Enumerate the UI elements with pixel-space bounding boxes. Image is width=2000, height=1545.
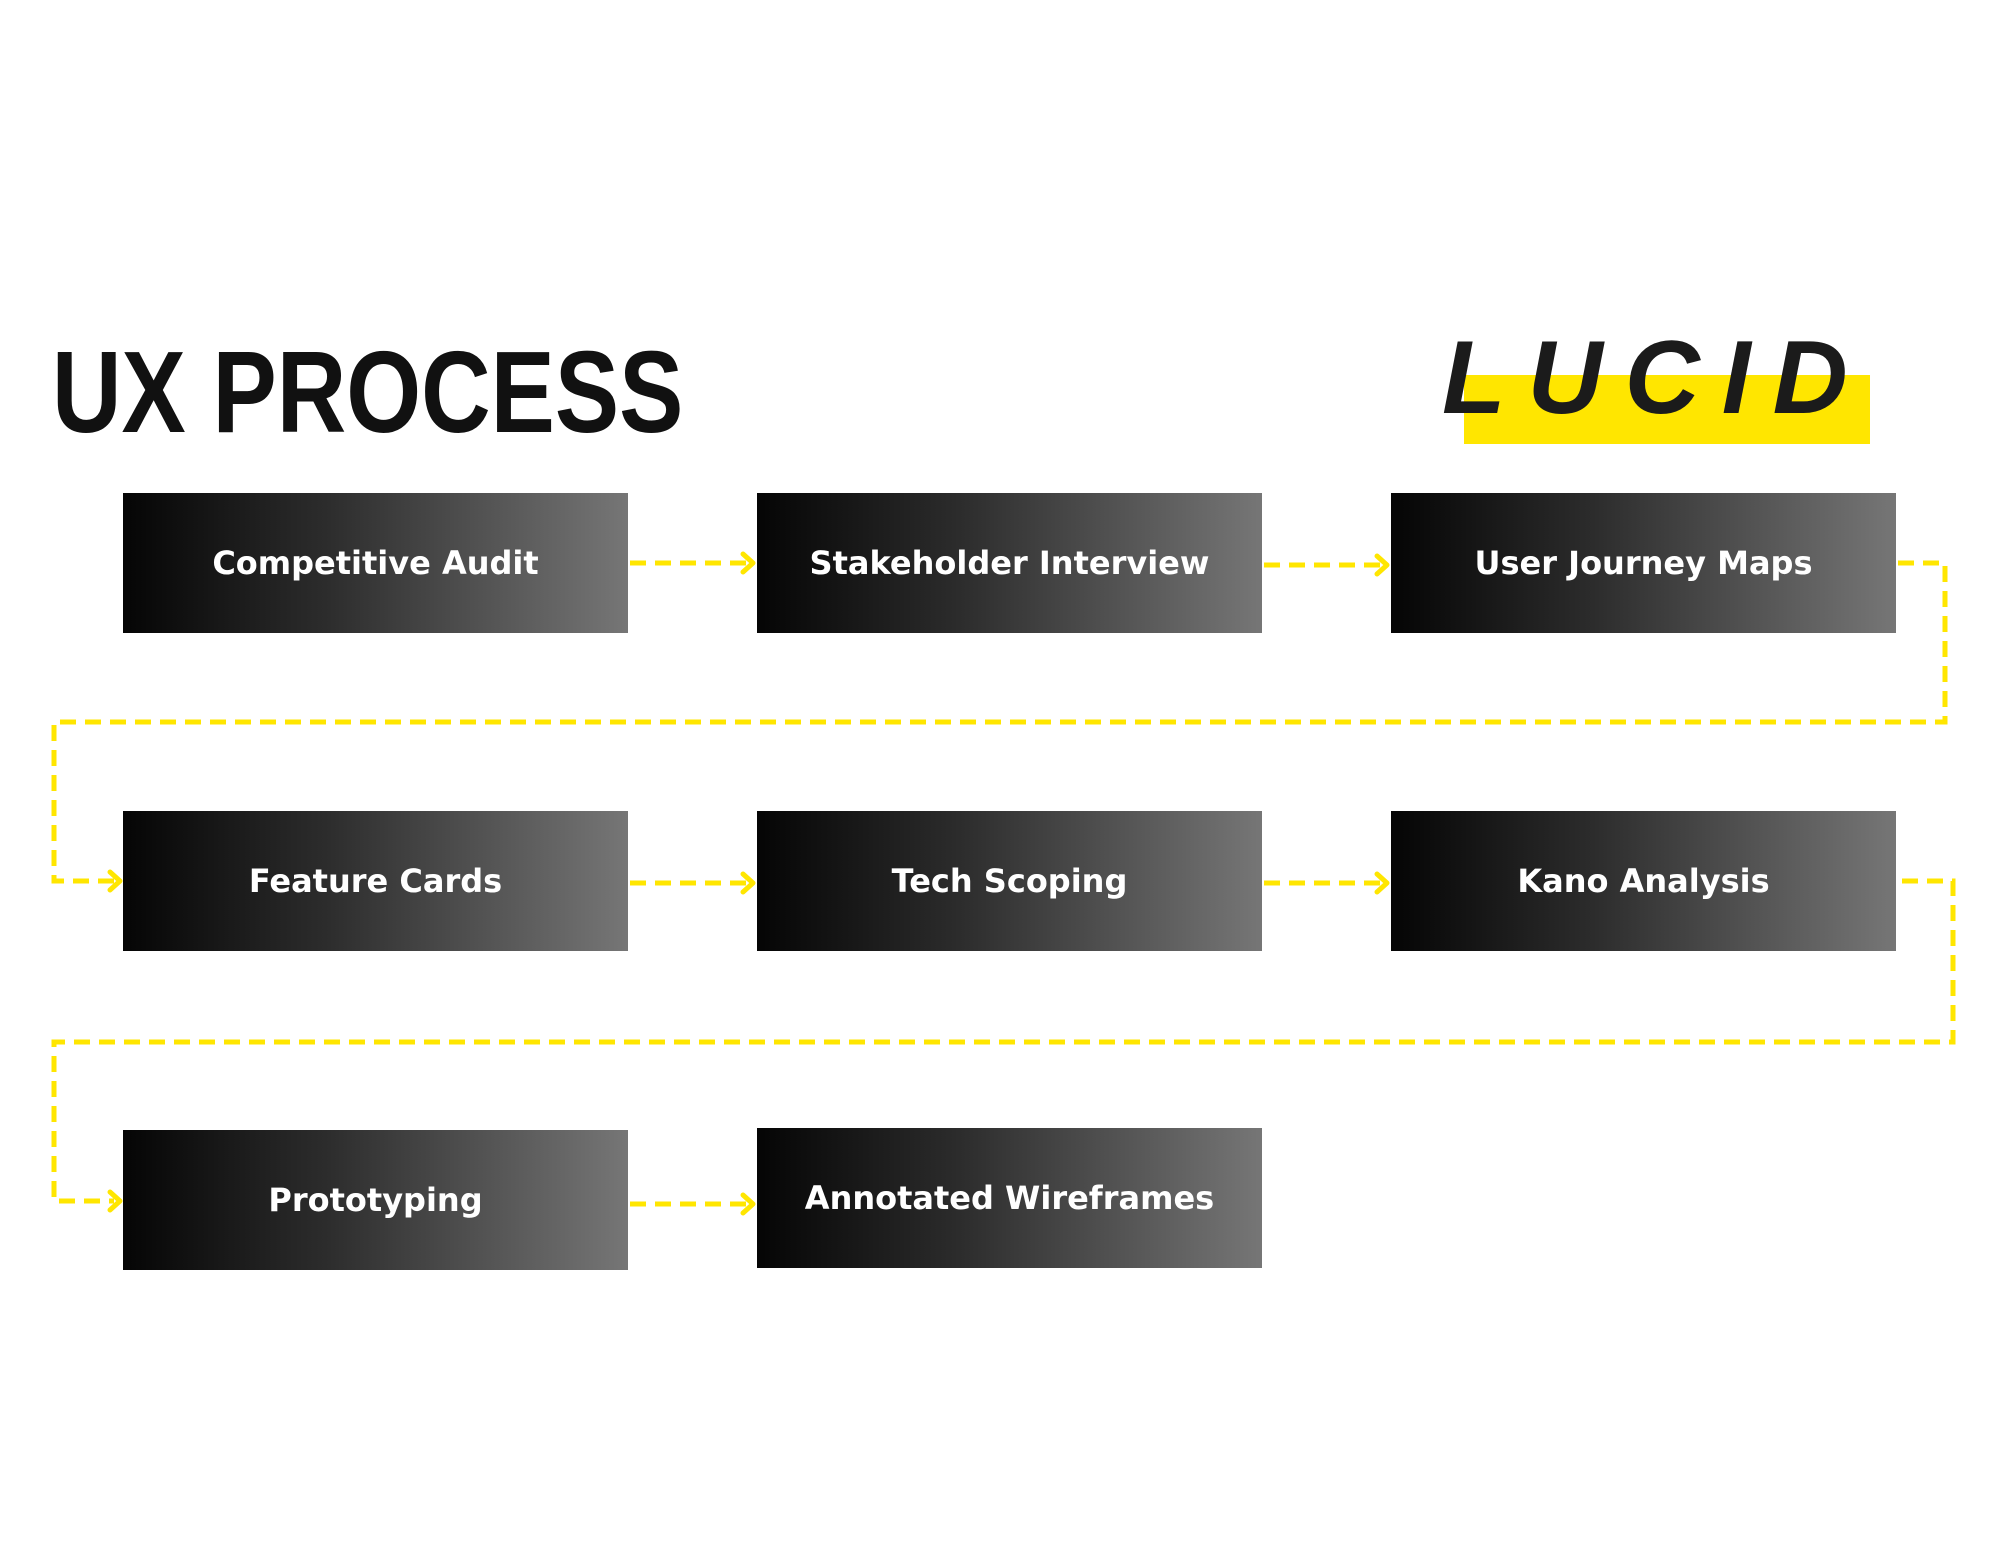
lucid-logo: LUCID [1430, 318, 1870, 448]
arrowhead-icon [740, 1192, 756, 1216]
arrowhead-icon [1374, 871, 1390, 895]
step-label: Competitive Audit [212, 544, 539, 582]
step-prototyping: Prototyping [123, 1130, 628, 1270]
page-title: UX PROCESS [52, 327, 684, 457]
arrowhead-icon [107, 1189, 123, 1213]
step-user-journey-maps: User Journey Maps [1391, 493, 1896, 633]
step-competitive-audit: Competitive Audit [123, 493, 628, 633]
step-label: Prototyping [268, 1181, 483, 1219]
arrowhead-icon [107, 869, 123, 893]
step-label: Annotated Wireframes [804, 1179, 1215, 1217]
step-label: Feature Cards [248, 862, 503, 900]
step-tech-scoping: Tech Scoping [757, 811, 1262, 951]
step-feature-cards: Feature Cards [123, 811, 628, 951]
arrowhead-icon [740, 551, 756, 575]
connector-6-7 [51, 878, 1956, 1204]
step-label: Stakeholder Interview [809, 544, 1210, 582]
logo-text: LUCID [1442, 320, 1870, 436]
step-label: Tech Scoping [891, 862, 1128, 900]
logo-highlight-bar [1464, 375, 1870, 444]
step-label: Kano Analysis [1517, 862, 1770, 900]
step-kano-analysis: Kano Analysis [1391, 811, 1896, 951]
arrowhead-icon [740, 871, 756, 895]
step-annotated-wireframes: Annotated Wireframes [757, 1128, 1262, 1268]
step-label: User Journey Maps [1474, 544, 1813, 582]
connector-3-4 [51, 560, 1948, 884]
arrowhead-icon [1374, 553, 1390, 577]
step-stakeholder-interview: Stakeholder Interview [757, 493, 1262, 633]
